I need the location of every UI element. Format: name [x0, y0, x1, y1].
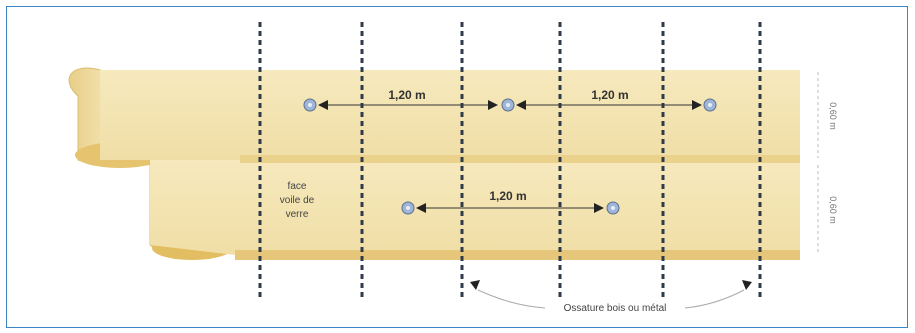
- screw-icon: [606, 201, 620, 215]
- panel-joint: [240, 155, 800, 163]
- spacing-label-top-left: 1,20 m: [388, 88, 425, 102]
- screw-icon: [401, 201, 415, 215]
- face-label-line2: voile de: [280, 195, 315, 206]
- structure-note: Ossature bois ou métal: [470, 280, 752, 314]
- face-label-line3: verre: [286, 209, 309, 220]
- spacing-label-top-right: 1,20 m: [591, 88, 628, 102]
- insulation-panel: [100, 70, 800, 260]
- face-label-line1: face: [288, 181, 307, 192]
- pointer-arrow-left: [470, 280, 480, 290]
- structure-note-label: Ossature bois ou métal: [564, 303, 667, 314]
- spacing-arrows-top: [318, 100, 702, 110]
- screw-icon: [501, 98, 515, 112]
- bottom-band-dimension: 0,60 m: [828, 196, 838, 224]
- fixing-screws: [303, 98, 717, 215]
- band-dimensions: 0,60 m 0,60 m: [817, 72, 838, 255]
- stud-lines: [258, 22, 762, 298]
- pointer-arrow-right: [742, 280, 752, 290]
- panel-bottom-edge: [235, 250, 800, 260]
- screw-icon: [303, 98, 317, 112]
- screw-icon: [703, 98, 717, 112]
- spacing-arrows-bottom: [416, 203, 604, 213]
- top-band-dimension: 0,60 m: [828, 102, 838, 130]
- spacing-label-bottom: 1,20 m: [489, 189, 526, 203]
